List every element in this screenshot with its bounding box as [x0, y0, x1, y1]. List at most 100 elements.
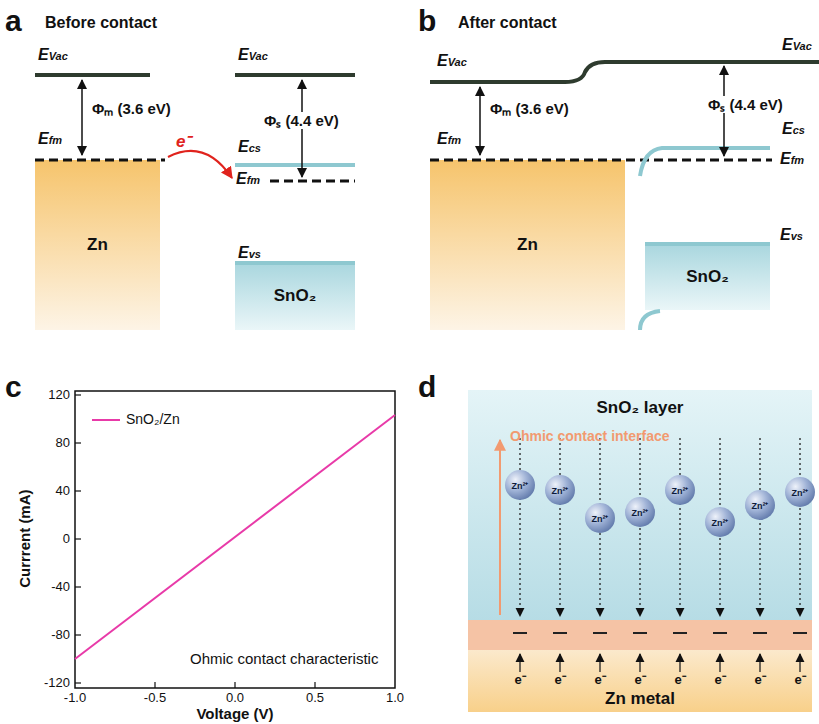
annotation: e⁻ — [674, 673, 685, 688]
scheme-stroke — [753, 632, 767, 634]
annotation: Φₛ (4.4 eV) — [706, 96, 785, 113]
scheme-stroke — [553, 632, 567, 634]
zinc-ion: Zn²⁺ — [785, 477, 815, 507]
axis-tick: 0 — [63, 532, 70, 547]
region-box: SnO₂ layerZn²⁺ Zn²⁺ Zn²⁺ Zn²⁺ Zn²⁺ Zn²⁺ Zn²⁺ Zn… — [468, 390, 812, 620]
panel-letter: b — [418, 4, 436, 39]
scheme-stroke — [519, 438, 520, 616]
scheme-stroke — [599, 654, 600, 672]
scheme-stroke — [759, 438, 760, 616]
annotation: Ecs — [782, 120, 805, 138]
annotation: e⁻ — [754, 673, 765, 688]
region-label: SnO₂ layer — [597, 398, 684, 418]
region-label: Zn²⁺ — [592, 512, 609, 525]
zinc-ion: Zn²⁺ — [505, 470, 535, 500]
zinc-ion: Zn²⁺ — [625, 497, 655, 527]
annotation: Ohmic contact interface — [510, 428, 670, 444]
annotation: Voltage (V) — [196, 705, 273, 722]
region-label: Zn²⁺ — [512, 479, 529, 492]
axis-tick: 80 — [56, 436, 70, 451]
scheme-stroke — [793, 632, 807, 634]
annotation: Efm — [236, 170, 260, 188]
axis-tick: 120 — [48, 388, 70, 403]
scheme-stroke — [713, 632, 727, 634]
annotation: e⁻ — [634, 673, 645, 688]
annotation: EVac — [238, 46, 268, 64]
annotation: e⁻ — [554, 673, 565, 688]
annotation: Efm — [437, 130, 461, 148]
axis-tick: 40 — [56, 484, 70, 499]
annotation: e⁻ — [514, 673, 525, 688]
interface-scheme — [468, 390, 812, 712]
annotation: Before contact — [45, 14, 157, 32]
axis-tick: 0.5 — [306, 691, 324, 706]
axis-tick: -40 — [51, 580, 70, 595]
annotation: Ecs — [238, 138, 261, 156]
region-box: SnO₂ — [645, 243, 770, 310]
axis-tick: 0.0 — [226, 691, 244, 706]
scheme-stroke — [719, 654, 720, 672]
panel-letter: c — [5, 370, 22, 405]
zinc-ion: Zn²⁺ — [745, 490, 775, 520]
annotation: Φₘ (3.6 eV) — [90, 100, 173, 117]
scheme-stroke — [673, 632, 687, 634]
region-label: Zn²⁺ — [752, 499, 769, 512]
axis-tick: -1.0 — [64, 691, 86, 706]
region-label: SnO₂ — [274, 286, 317, 306]
region-box: SnO₂ — [235, 262, 355, 330]
zinc-ion: Zn²⁺ — [665, 475, 695, 505]
legend-entry: SnO₂/Zn — [126, 411, 180, 427]
annotation: Ohmic contact characteristic — [190, 650, 378, 667]
region-label: Zn²⁺ — [712, 516, 729, 529]
band-diagram-before — [35, 75, 355, 330]
annotation: e⁻ — [794, 673, 805, 688]
annotation: Efm — [38, 130, 62, 148]
scheme-stroke — [519, 654, 520, 672]
zinc-ion: Zn²⁺ — [545, 475, 575, 505]
scheme-stroke — [799, 438, 800, 616]
scheme-stroke — [639, 438, 640, 616]
scheme-stroke — [799, 654, 800, 672]
annotation: Currrent (mA) — [15, 490, 32, 588]
annotation: e⁻ — [176, 132, 191, 152]
annotation: Φₘ (3.6 eV) — [488, 100, 571, 117]
scheme-stroke — [559, 438, 560, 616]
region-label: Zn²⁺ — [792, 486, 809, 499]
region-label: Zn²⁺ — [672, 484, 689, 497]
annotation: e⁻ — [594, 673, 605, 688]
region-label: Zn²⁺ — [552, 484, 569, 497]
annotation: Efm — [780, 150, 804, 168]
scheme-stroke — [513, 632, 527, 634]
iv-chart — [75, 391, 395, 688]
region-label: Zn — [87, 235, 108, 255]
annotation: EVac — [38, 46, 68, 64]
axis-tick: -0.5 — [144, 691, 166, 706]
annotation: Φₛ (4.4 eV) — [262, 112, 341, 129]
panel-letter: d — [418, 370, 436, 405]
region-box: Zn — [430, 160, 625, 330]
annotation: Evs — [238, 244, 261, 262]
scheme-stroke — [633, 632, 647, 634]
region-label: SnO₂ — [686, 267, 729, 287]
scheme-stroke — [679, 654, 680, 672]
legend-line-sample — [92, 419, 120, 421]
zinc-ion: Zn²⁺ — [585, 503, 615, 533]
annotation: After contact — [458, 14, 557, 32]
axis-tick: -80 — [51, 628, 70, 643]
region-label: Zn²⁺ — [632, 506, 649, 519]
axis-tick: -120 — [44, 676, 70, 691]
zinc-ion: Zn²⁺ — [705, 507, 735, 537]
axis-tick: 1.0 — [386, 691, 404, 706]
scheme-stroke — [759, 654, 760, 672]
region-label: Zn — [517, 235, 538, 255]
annotation: e⁻ — [714, 673, 725, 688]
scheme-stroke — [639, 654, 640, 672]
scheme-stroke — [679, 438, 680, 616]
scheme-stroke — [559, 654, 560, 672]
scheme-stroke — [593, 632, 607, 634]
region-label: Zn metal — [605, 689, 675, 709]
band-diagram-after — [430, 62, 819, 330]
panel-letter: a — [5, 4, 22, 39]
annotation: EVac — [782, 36, 812, 54]
